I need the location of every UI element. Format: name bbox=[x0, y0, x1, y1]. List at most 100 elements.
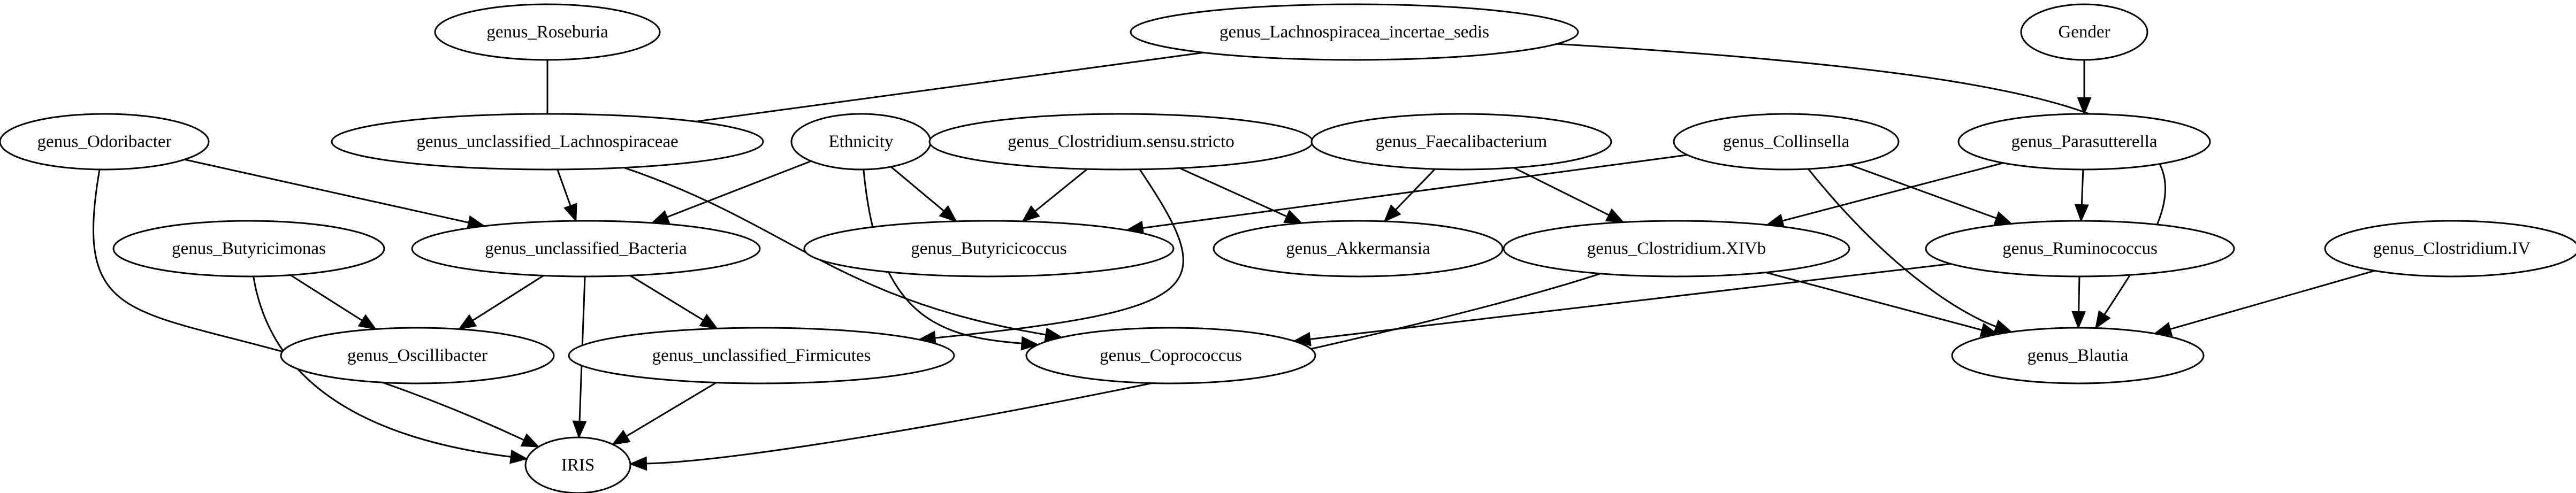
node-oscillibacter-ellipse bbox=[280, 327, 555, 384]
edge-ethnicity-to-uncl-bacteria-arrowhead bbox=[651, 210, 670, 224]
edge-ruminococcus-to-blautia bbox=[2071, 276, 2086, 329]
edge-gender-to-parasutterella-arrowhead bbox=[2077, 97, 2092, 115]
node-uncl-lachno-ellipse bbox=[331, 113, 764, 171]
node-butyricimonas-label: genus_Butyricimonas bbox=[172, 239, 326, 258]
edge-ethnicity-to-butyricicoccus bbox=[890, 166, 957, 222]
edge-clost-iv-to-blautia-line bbox=[2170, 269, 2375, 330]
edge-faecali-to-akkermansia-arrowhead bbox=[1383, 204, 1401, 222]
edge-ruminococcus-to-coprococcus-line bbox=[1309, 263, 1951, 340]
edge-lachno-inc-to-uncl-lachno bbox=[696, 51, 1204, 122]
node-lachno-inc: genus_Lachnospiracea_incertae_sedis bbox=[1130, 3, 1579, 61]
node-odoribacter: genus_Odoribacter bbox=[0, 113, 210, 171]
edge-odoribacter-to-uncl-bacteria-line bbox=[184, 158, 469, 224]
node-ruminococcus-label: genus_Ruminococcus bbox=[2002, 239, 2158, 258]
node-iris: IRIS bbox=[524, 436, 631, 493]
node-clost-iv-label: genus_Clostridium.IV bbox=[2373, 239, 2531, 258]
edge-parasutterella-to-ruminococcus-line bbox=[2080, 169, 2084, 205]
edge-clost-ss-to-akkermansia-arrowhead bbox=[1283, 210, 1303, 224]
node-clost-xivb: genus_Clostridium.XIVb bbox=[1503, 220, 1850, 278]
node-uncl-lachno-label: genus_unclassified_Lachnospiraceae bbox=[416, 132, 678, 151]
edge-butyricimonas-to-iris bbox=[253, 276, 529, 464]
node-coprococcus: genus_Coprococcus bbox=[1025, 327, 1316, 384]
edge-ethnicity-to-butyricicoccus-arrowhead bbox=[939, 205, 957, 222]
node-uncl-bacteria-ellipse bbox=[411, 220, 761, 278]
node-coprococcus-label: genus_Coprococcus bbox=[1100, 346, 1242, 365]
edge-clost-ss-to-uncl-firmicutes-line bbox=[935, 168, 1184, 339]
node-ethnicity-label: Ethnicity bbox=[829, 132, 894, 151]
node-collinsella: genus_Collinsella bbox=[1673, 113, 1900, 171]
edge-gender-to-parasutterella bbox=[2077, 60, 2092, 115]
edge-clost-xivb-to-iris-line bbox=[646, 273, 1601, 465]
edge-uncl-firmicutes-to-iris bbox=[611, 382, 717, 445]
edge-lachno-inc-to-uncl-lachno-line bbox=[696, 51, 1204, 122]
edge-uncl-bacteria-to-uncl-firmicutes bbox=[629, 275, 719, 329]
node-faecali: genus_Faecalibacterium bbox=[1310, 113, 1612, 171]
node-akkermansia: genus_Akkermansia bbox=[1213, 220, 1504, 278]
edge-clost-xivb-to-iris-arrowhead bbox=[629, 456, 647, 471]
edge-faecali-to-akkermansia bbox=[1383, 168, 1436, 222]
edge-collinsella-to-butyricicoccus-line bbox=[1142, 154, 1688, 229]
edge-clost-ss-to-butyricicoccus-arrowhead bbox=[1022, 205, 1040, 222]
nodes-layer: genus_Roseburia genus_Lachnospiracea_ince… bbox=[0, 3, 2576, 493]
edge-clost-xivb-to-iris bbox=[629, 273, 1601, 471]
edge-butyricimonas-to-oscillibacter bbox=[290, 274, 377, 330]
node-collinsella-label: genus_Collinsella bbox=[1723, 132, 1850, 151]
node-clost-iv: genus_Clostridium.IV bbox=[2324, 220, 2576, 278]
node-clost-xivb-ellipse bbox=[1503, 220, 1850, 278]
edge-collinsella-to-ruminococcus-line bbox=[1849, 164, 1997, 219]
edge-uncl-bacteria-to-iris-arrowhead bbox=[572, 420, 587, 439]
edge-lachno-inc-to-blautia-arrowhead bbox=[2094, 310, 2111, 329]
node-blautia-ellipse bbox=[1951, 327, 2205, 384]
node-clost-ss-label: genus_Clostridium.sensu.stricto bbox=[1008, 132, 1234, 151]
node-butyricicoccus: genus_Butyricicoccus bbox=[803, 220, 1175, 278]
edge-collinsella-to-ruminococcus bbox=[1849, 164, 2013, 225]
edge-clost-ss-to-akkermansia bbox=[1179, 167, 1303, 224]
edge-uncl-firmicutes-to-iris-arrowhead bbox=[611, 429, 631, 445]
edge-lachno-inc-to-blautia bbox=[1557, 43, 2166, 329]
node-roseburia-ellipse bbox=[434, 3, 661, 61]
edge-uncl-bacteria-to-oscillibacter-line bbox=[472, 275, 544, 321]
node-uncl-firmicutes-label: genus_unclassified_Firmicutes bbox=[652, 346, 871, 365]
node-roseburia: genus_Roseburia bbox=[434, 3, 661, 61]
node-parasutterella-label: genus_Parasutterella bbox=[2011, 132, 2157, 151]
node-butyricicoccus-ellipse bbox=[803, 220, 1175, 278]
edge-faecali-to-clost-xivb-line bbox=[1513, 167, 1610, 216]
edge-faecali-to-clost-xivb-arrowhead bbox=[1605, 208, 1625, 223]
edge-clost-iv-to-blautia bbox=[2153, 269, 2375, 336]
edge-clost-ss-to-akkermansia-line bbox=[1179, 167, 1287, 218]
edge-ruminococcus-to-blautia-arrowhead bbox=[2071, 311, 2086, 329]
edge-parasutterella-to-clost-xivb-line bbox=[1782, 162, 2003, 222]
node-clost-iv-ellipse bbox=[2324, 220, 2576, 278]
node-iris-label: IRIS bbox=[561, 456, 595, 475]
edge-butyricimonas-to-iris-line bbox=[253, 276, 512, 458]
edge-ethnicity-to-coprococcus-arrowhead bbox=[1020, 336, 1040, 351]
edge-butyricimonas-to-oscillibacter-line bbox=[290, 274, 363, 321]
edge-parasutterella-to-ruminococcus bbox=[2074, 169, 2089, 222]
node-faecali-label: genus_Faecalibacterium bbox=[1376, 132, 1548, 151]
node-ruminococcus: genus_Ruminococcus bbox=[1925, 220, 2235, 278]
edge-clost-ss-to-butyricicoccus-line bbox=[1034, 168, 1088, 212]
node-gender-label: Gender bbox=[2058, 22, 2110, 42]
node-uncl-firmicutes: genus_unclassified_Firmicutes bbox=[568, 327, 955, 384]
node-clost-ss: genus_Clostridium.sensu.stricto bbox=[928, 113, 1314, 171]
node-ethnicity: Ethnicity bbox=[790, 113, 932, 171]
edge-uncl-bacteria-to-oscillibacter bbox=[458, 275, 544, 330]
edge-butyricimonas-to-oscillibacter-arrowhead bbox=[357, 314, 377, 330]
node-clost-xivb-label: genus_Clostridium.XIVb bbox=[1587, 239, 1766, 258]
edge-ethnicity-to-uncl-bacteria-line bbox=[667, 160, 812, 218]
edge-faecali-to-akkermansia-line bbox=[1395, 168, 1436, 211]
edge-parasutterella-to-clost-xivb bbox=[1765, 162, 2003, 228]
edge-uncl-lachno-to-uncl-bacteria bbox=[557, 169, 577, 222]
node-parasutterella-ellipse bbox=[1957, 113, 2211, 171]
node-gender-ellipse bbox=[2020, 3, 2148, 61]
node-uncl-lachno: genus_unclassified_Lachnospiraceae bbox=[331, 113, 764, 171]
edge-odoribacter-to-uncl-bacteria bbox=[184, 158, 486, 230]
edge-odoribacter-to-iris-line bbox=[93, 169, 524, 441]
edge-collinsella-to-blautia-line bbox=[1807, 168, 1996, 328]
node-faecali-ellipse bbox=[1310, 113, 1612, 171]
node-collinsella-ellipse bbox=[1673, 113, 1900, 171]
node-gender: Gender bbox=[2020, 3, 2148, 61]
node-oscillibacter: genus_Oscillibacter bbox=[280, 327, 555, 384]
node-akkermansia-label: genus_Akkermansia bbox=[1286, 239, 1430, 258]
node-akkermansia-ellipse bbox=[1213, 220, 1504, 278]
